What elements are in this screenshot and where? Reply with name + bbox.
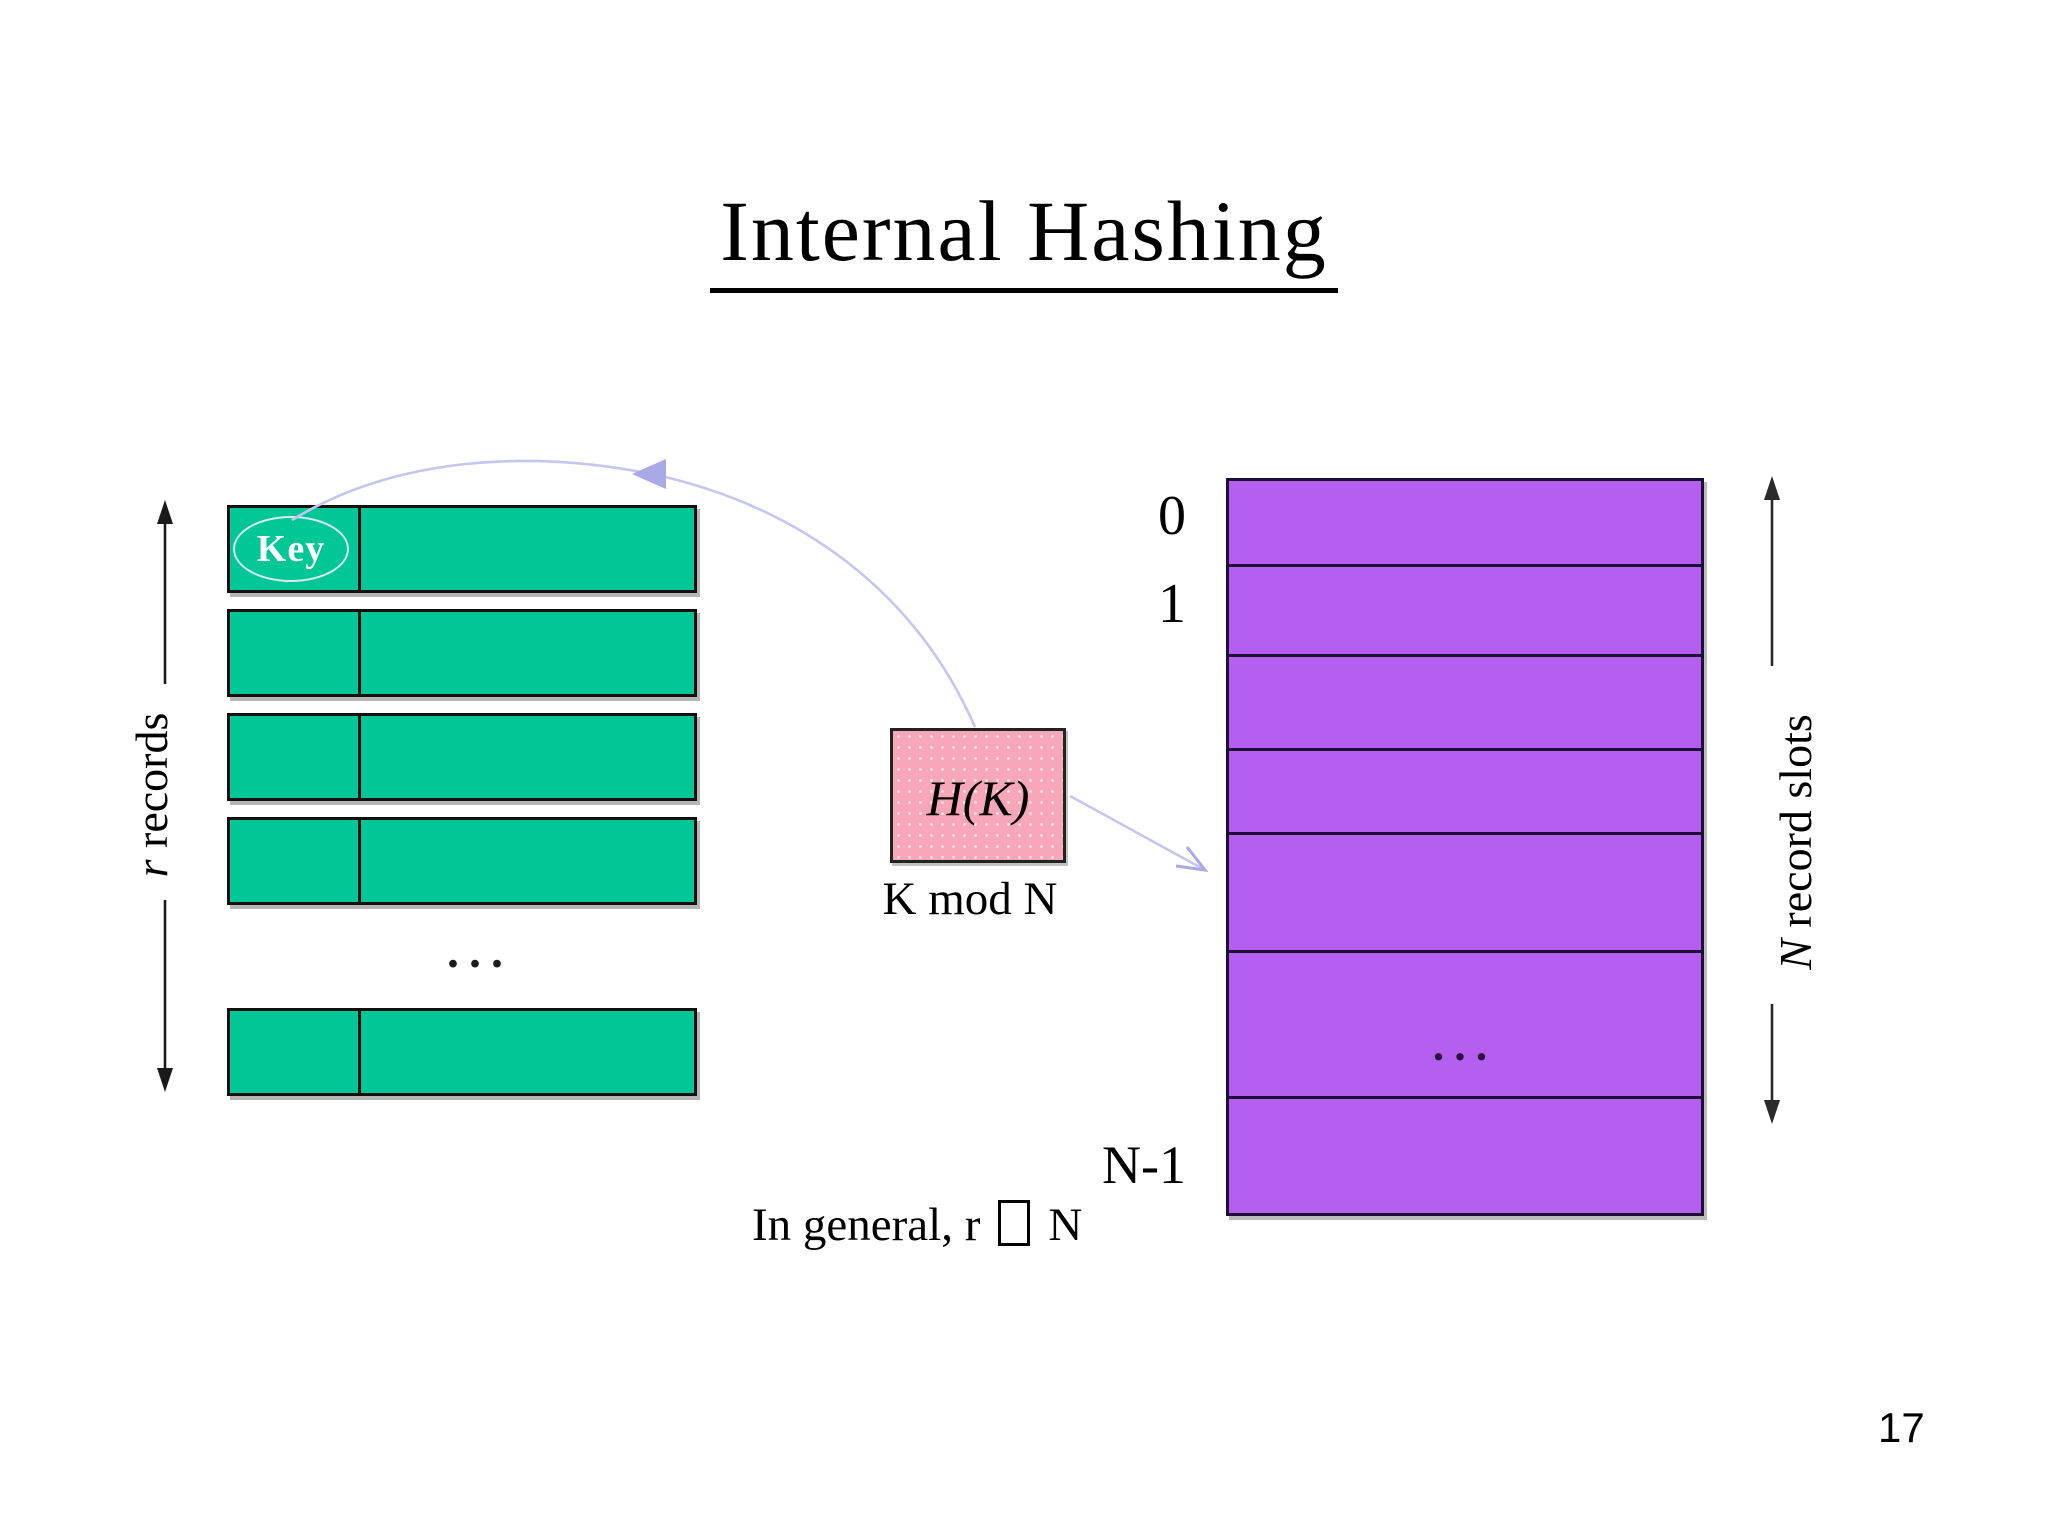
hash-function-label: H(K) xyxy=(926,769,1030,826)
slot-index-last: N-1 xyxy=(1102,1135,1186,1195)
r-records-axis-label-italic: r xyxy=(126,859,177,878)
n-slots-axis-label-italic: N xyxy=(1770,939,1821,970)
record-row xyxy=(227,609,697,697)
title-wrap: Internal Hashing xyxy=(0,186,2048,294)
hash-function-box: H(K) xyxy=(890,728,1066,863)
hash-to-slot-arrowhead xyxy=(1175,846,1209,872)
record-key-cell: Key xyxy=(230,508,361,590)
key-to-hash-curve-2 xyxy=(651,472,977,728)
n-slots-axis-label-rest: record slots xyxy=(1770,714,1821,940)
slot-row xyxy=(1229,481,1701,567)
slot-row-ellipsis: ... xyxy=(1229,953,1701,1099)
missing-glyph-box xyxy=(998,1200,1031,1246)
key-arrowhead xyxy=(632,459,666,489)
n-record-slots-axis-label: N record slots xyxy=(1766,592,1826,1092)
key-ellipse: Key xyxy=(233,516,349,582)
record-row-key: Key xyxy=(227,505,697,593)
hash-to-slot-arrow xyxy=(1069,794,1206,872)
record-key-cell xyxy=(230,716,361,798)
hash-formula: K mod N xyxy=(882,873,1058,925)
record-row xyxy=(227,713,697,801)
general-note: In general, r N xyxy=(752,1198,1082,1252)
record-key-cell xyxy=(230,820,361,902)
slots-ellipsis: ... xyxy=(1432,1019,1498,1070)
r-records-axis-label: r records xyxy=(122,595,182,995)
record-row xyxy=(227,1008,697,1096)
page-number: 17 xyxy=(1878,1404,1925,1451)
slot-row xyxy=(1229,657,1701,751)
slot-row-last xyxy=(1229,1099,1701,1213)
r-records-axis-label-rest: records xyxy=(126,712,177,860)
general-note-right: N xyxy=(1048,1199,1083,1251)
slot-index-1: 1 xyxy=(1158,573,1186,635)
hash-slot-table: ... xyxy=(1226,478,1704,1216)
page-title: Internal Hashing xyxy=(710,186,1338,294)
record-key-cell xyxy=(230,612,361,694)
slot-row xyxy=(1229,567,1701,657)
general-note-left: In general, r xyxy=(752,1199,981,1251)
key-label: Key xyxy=(256,528,326,570)
slot-index-0: 0 xyxy=(1158,485,1186,547)
slot-row xyxy=(1229,751,1701,835)
record-key-cell xyxy=(230,1011,361,1093)
record-row xyxy=(227,817,697,905)
records-ellipsis: ... xyxy=(447,925,513,978)
slot-row xyxy=(1229,835,1701,953)
